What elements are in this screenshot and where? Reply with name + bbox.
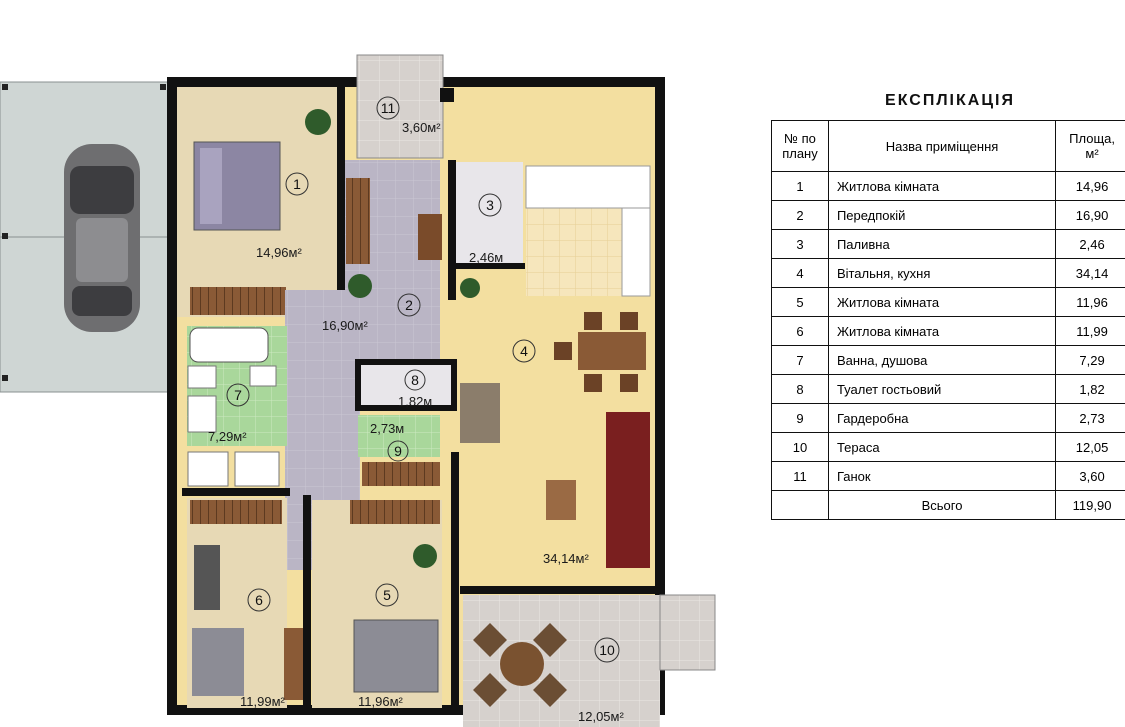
header-num: № по плану [771,120,829,172]
room-area: 2,46м [469,250,503,265]
room-area: 7,29м² [208,429,247,444]
row-area: 11,99 [1055,316,1125,346]
row-name: Житлова кімната [827,316,1057,346]
row-area: 3,60 [1055,461,1125,491]
row-name: Вітальня, кухня [827,258,1057,288]
room-area: 3,60м² [402,120,441,135]
plant-icon [305,109,331,135]
row-name: Паливна [827,229,1057,259]
row-area: 1,82 [1055,374,1125,404]
row-num: 10 [771,432,829,462]
row-num: 2 [771,200,829,230]
row-area: 14,96 [1055,171,1125,201]
row-area: 12,05 [1055,432,1125,462]
total-label: Всього [827,490,1057,520]
hall-wardrobe [346,178,370,264]
wardrobe [190,287,286,315]
room-number: 8 [411,372,419,388]
header-name: Назва приміщення [827,120,1057,172]
row-name: Житлова кімната [827,171,1057,201]
bed-icon-room5 [353,619,439,693]
row-area: 34,14 [1055,258,1125,288]
fireplace [460,383,500,443]
room-number: 6 [255,592,263,608]
armchair-icon [418,214,442,260]
room-number: 10 [599,642,615,658]
legend-title: ЕКСПЛІКАЦІЯ [885,92,1015,109]
header-area: Площа, м² [1055,120,1125,172]
room-number: 5 [383,587,391,603]
coffee-table [546,480,576,520]
room-number: 2 [405,297,413,313]
room-number: 11 [381,100,396,116]
room-area: 11,96м² [358,694,404,709]
row-num: 9 [771,403,829,433]
shower-icon [234,451,280,487]
total-value: 119,90 [1055,490,1125,520]
room-10 [463,595,660,727]
row-name: Ванна, душова [827,345,1057,375]
row-num: 5 [771,287,829,317]
row-num: 1 [771,171,829,201]
row-num: 6 [771,316,829,346]
room-9 [358,415,440,457]
row-area: 16,90 [1055,200,1125,230]
room-area: 14,96м² [256,245,302,260]
row-name: Тераса [827,432,1057,462]
row-num: 4 [771,258,829,288]
room-number: 1 [293,176,301,192]
row-area: 2,46 [1055,229,1125,259]
row-name: Передпокій [827,200,1057,230]
room-number: 7 [234,387,242,403]
room-area: 12,05м² [578,709,624,724]
row-name: Житлова кімната [827,287,1057,317]
row-num: 8 [771,374,829,404]
bathtub-icon [189,327,269,363]
room-number: 4 [520,343,528,359]
legend: ЕКСПЛІКАЦІЯ № по плану Назва приміщення … [771,92,1125,520]
room-area: 16,90м² [322,318,368,333]
room-area: 34,14м² [543,551,589,566]
dining-table [578,332,646,370]
row-area: 11,96 [1055,287,1125,317]
room-labels: 1 14,96м² 2 16,90м² 3 2,46м 4 34,14м² 5 … [208,96,624,724]
room-area: 11,99м² [240,694,286,709]
row-name: Ганок [827,461,1057,491]
row-area: 2,73 [1055,403,1125,433]
room-number: 9 [394,443,402,459]
floor-plan: 1 14,96м² 2 16,90м² 3 2,46м 4 34,14м² 5 … [0,54,716,727]
room-number: 3 [486,197,494,213]
sofa-icon [606,412,650,568]
bed-icon-room6 [192,628,244,696]
room-area: 2,73м [370,421,404,436]
car-icon [64,144,140,332]
row-name: Гардеробна [827,403,1057,433]
total-empty [771,490,829,520]
row-area: 7,29 [1055,345,1125,375]
legend-header-row: № по плану Назва приміщення Площа, м² [771,120,1125,172]
room-11 [356,54,444,159]
row-num: 11 [771,461,829,491]
room-area: 1,82м [398,394,432,409]
row-num: 7 [771,345,829,375]
room-3 [455,162,523,266]
row-num: 3 [771,229,829,259]
kitchen [526,208,626,296]
terrace-table [500,642,544,686]
row-name: Туалет гостьовий [827,374,1057,404]
total-row: Всього 119,90 [771,490,1125,520]
desk-icon [284,628,304,700]
